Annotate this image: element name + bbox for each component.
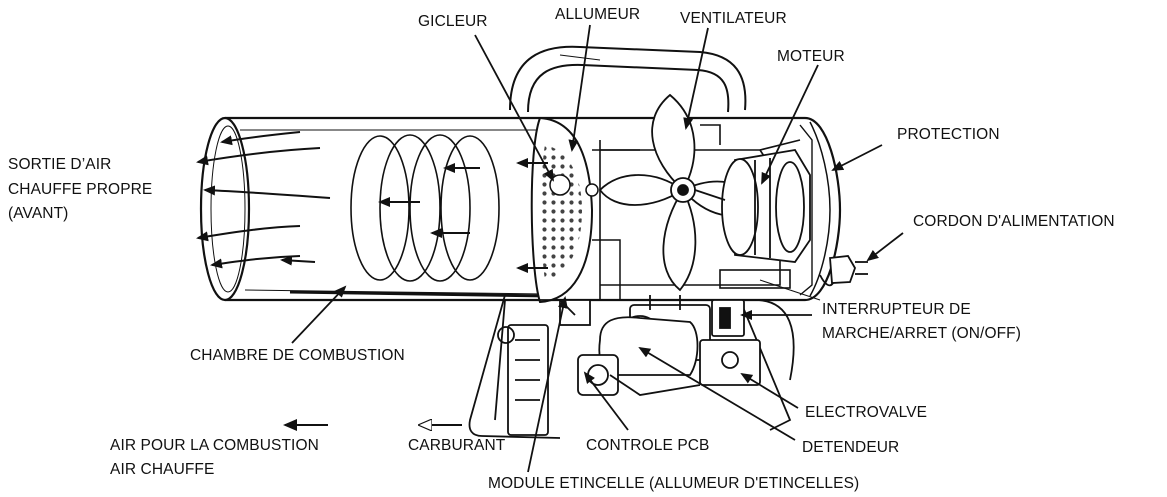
motor [694, 149, 811, 263]
label-gicleur: GICLEUR [418, 13, 488, 30]
label-protection: PROTECTION [897, 126, 1000, 143]
label-controle-pcb: CONTROLE PCB [586, 437, 710, 454]
callout-lines [291, 24, 904, 473]
label-ventilateur: VENTILATEUR [680, 10, 787, 27]
label-detendeur: DETENDEUR [802, 439, 900, 456]
bottom-components [540, 295, 795, 396]
label-sortie-line3: (AVANT) [8, 205, 69, 222]
label-cordon: CORDON D'ALIMENTATION [913, 213, 1115, 230]
combustion-rings [350, 134, 500, 282]
label-interrupteur-line2: MARCHE/ARRET (ON/OFF) [822, 325, 1022, 342]
handle [509, 45, 747, 113]
label-module-etincelle: MODULE ETINCELLE (ALLUMEUR D'ETINCELLES) [488, 475, 860, 492]
label-chambre: CHAMBRE DE COMBUSTION [190, 347, 405, 364]
label-allumeur: ALLUMEUR [555, 6, 641, 23]
legend-carburant: CARBURANT [408, 437, 506, 454]
power-cord [819, 255, 868, 287]
protection-band [799, 124, 813, 296]
cylinder-body [199, 116, 842, 302]
label-interrupteur-line1: INTERRUPTEUR DE [822, 301, 971, 318]
burner-plate [530, 116, 640, 304]
label-moteur: MOTEUR [777, 48, 845, 65]
legend-air-chauffe: AIR CHAUFFE [110, 461, 215, 478]
airflow-arrows [196, 131, 548, 273]
label-electrovalve: ELECTROVALVE [805, 404, 928, 421]
label-sortie-line1: SORTIE D’AIR [8, 156, 112, 173]
label-sortie-line2: CHAUFFE PROPRE [8, 181, 153, 198]
legend-air-combustion: AIR POUR LA COMBUSTION [110, 437, 319, 454]
